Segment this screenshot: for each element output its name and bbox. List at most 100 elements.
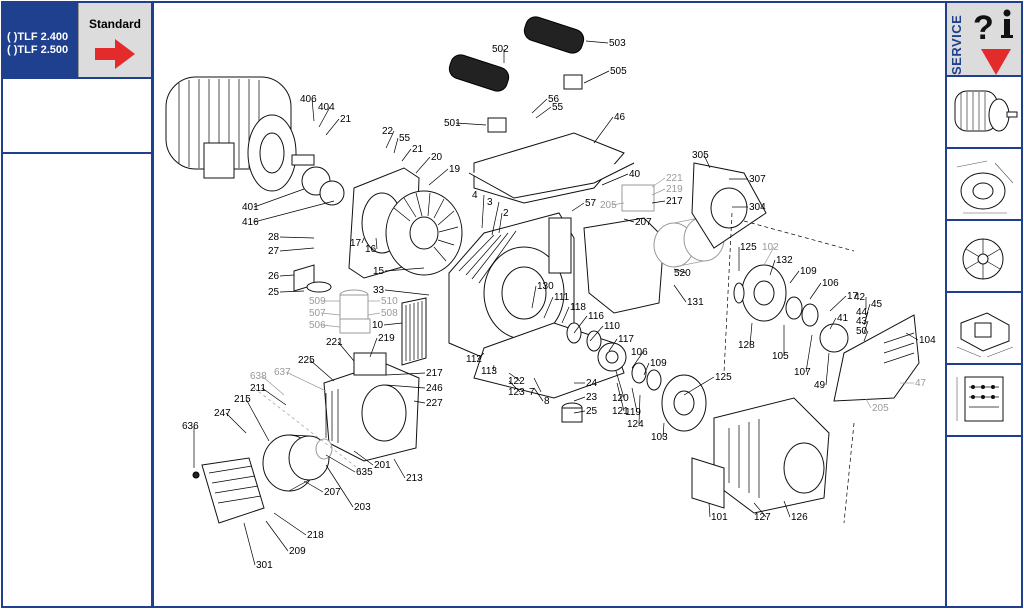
part-number-22[interactable]: 22 <box>382 126 394 137</box>
part-number-42[interactable]: 42 <box>854 292 866 303</box>
terminal-cover-part[interactable] <box>192 457 265 524</box>
foot-part[interactable] <box>561 402 583 423</box>
part-number-49[interactable]: 49 <box>814 380 826 391</box>
part-number-103[interactable]: 103 <box>651 432 668 443</box>
part-number-211[interactable]: 211 <box>250 383 266 394</box>
part-number-116[interactable]: 116 <box>588 311 604 322</box>
part-number-219[interactable]: 219 <box>666 184 683 195</box>
part-number-112[interactable]: 112 <box>466 354 482 365</box>
part-number-404[interactable]: 404 <box>318 102 335 113</box>
part-number-50[interactable]: 50 <box>856 326 868 337</box>
part-number-401[interactable]: 401 <box>242 202 259 213</box>
filter-mesh-part[interactable] <box>401 297 427 366</box>
part-number-15[interactable]: 15 <box>373 266 385 277</box>
part-number-56[interactable]: 56 <box>548 94 560 105</box>
part-number-125[interactable]: 125 <box>740 242 757 253</box>
part-number-505[interactable]: 505 <box>610 66 627 77</box>
part-number-107[interactable]: 107 <box>794 367 811 378</box>
part-number-217[interactable]: 217 <box>426 368 443 379</box>
part-number-503[interactable]: 503 <box>609 38 626 49</box>
motor-dimensions-thumbnail[interactable] <box>947 149 1021 221</box>
part-number-25[interactable]: 25 <box>586 406 598 417</box>
cover-plate-part[interactable] <box>661 374 707 432</box>
part-number-304[interactable]: 304 <box>749 202 766 213</box>
part-number-205[interactable]: 205 <box>600 200 617 211</box>
part-number-57[interactable]: 57 <box>585 198 597 209</box>
part-number-4[interactable]: 4 <box>472 190 478 201</box>
part-number-28[interactable]: 28 <box>268 232 280 243</box>
part-number-219[interactable]: 219 <box>378 333 395 344</box>
part-number-209[interactable]: 209 <box>289 546 306 557</box>
base-plate-part[interactable] <box>473 322 625 399</box>
part-number-2[interactable]: 2 <box>503 208 509 219</box>
filter-cartridge-part[interactable] <box>339 289 371 334</box>
part-number-502[interactable]: 502 <box>492 44 509 55</box>
part-number-40[interactable]: 40 <box>629 169 641 180</box>
part-number-126[interactable]: 126 <box>791 512 808 523</box>
part-number-104[interactable]: 104 <box>919 335 936 346</box>
part-number-201[interactable]: 201 <box>374 460 391 471</box>
service-button[interactable]: SERVICE ? <box>947 3 1021 77</box>
part-number-41[interactable]: 41 <box>837 313 849 324</box>
part-number-46[interactable]: 46 <box>614 112 626 123</box>
part-number-506[interactable]: 506 <box>309 320 326 331</box>
part-number-637[interactable]: 637 <box>274 367 291 378</box>
gasket-part[interactable] <box>691 457 725 509</box>
part-number-305[interactable]: 305 <box>692 150 709 161</box>
seal-rings-part[interactable] <box>566 322 662 391</box>
part-number-221[interactable]: 221 <box>326 337 343 348</box>
end-cover-part[interactable] <box>691 162 767 249</box>
part-number-45[interactable]: 45 <box>871 299 883 310</box>
standard-button[interactable]: Standard <box>78 3 151 77</box>
gear-ring-part[interactable] <box>597 342 627 372</box>
part-number-307[interactable]: 307 <box>749 174 766 185</box>
part-number-123[interactable]: 123 <box>508 387 525 398</box>
fan-cowl-part[interactable] <box>833 314 920 402</box>
part-number-246[interactable]: 246 <box>426 383 443 394</box>
part-number-24[interactable]: 24 <box>586 378 598 389</box>
part-number-102[interactable]: 102 <box>762 242 779 253</box>
housing-dimensions-thumbnail[interactable] <box>947 293 1021 365</box>
part-number-43[interactable]: 43 <box>856 316 868 327</box>
part-number-127[interactable]: 127 <box>754 512 771 523</box>
part-number-205[interactable]: 205 <box>872 403 889 414</box>
pump-housing-part[interactable] <box>713 397 830 514</box>
part-number-44[interactable]: 44 <box>856 307 868 318</box>
part-number-217[interactable]: 217 <box>666 196 683 207</box>
part-number-213[interactable]: 213 <box>406 473 423 484</box>
part-number-17[interactable]: 17 <box>847 291 859 302</box>
part-number-118[interactable]: 118 <box>570 302 586 313</box>
impeller-dimensions-thumbnail[interactable] <box>947 221 1021 293</box>
part-number-7[interactable]: 7 <box>529 387 535 398</box>
part-number-508[interactable]: 508 <box>381 308 398 319</box>
part-number-47[interactable]: 47 <box>915 378 927 389</box>
fan-wheel-part[interactable] <box>315 438 333 460</box>
part-number-509[interactable]: 509 <box>309 296 326 307</box>
part-number-55[interactable]: 55 <box>552 102 564 113</box>
part-number-207[interactable]: 207 <box>635 217 652 228</box>
part-number-109[interactable]: 109 <box>650 358 667 369</box>
part-number-124[interactable]: 124 <box>627 419 644 430</box>
part-number-55[interactable]: 55 <box>399 133 411 144</box>
part-number-106[interactable]: 106 <box>822 278 839 289</box>
part-number-227[interactable]: 227 <box>426 398 443 409</box>
part-number-111[interactable]: 111 <box>554 292 570 303</box>
filter-box-part[interactable] <box>353 352 387 376</box>
part-number-8[interactable]: 8 <box>544 396 550 407</box>
bearing-flange-part[interactable] <box>733 264 787 322</box>
foot-part[interactable] <box>293 264 332 293</box>
part-number-301[interactable]: 301 <box>256 560 273 571</box>
part-number-636[interactable]: 636 <box>182 421 199 432</box>
part-number-110[interactable]: 110 <box>604 321 620 332</box>
part-number-207[interactable]: 207 <box>324 487 341 498</box>
part-number-16[interactable]: 16 <box>365 244 377 255</box>
part-number-27[interactable]: 27 <box>268 246 280 257</box>
part-number-25[interactable]: 25 <box>268 287 280 298</box>
part-number-23[interactable]: 23 <box>586 392 598 403</box>
motor-thumbnail[interactable] <box>947 77 1021 149</box>
part-number-218[interactable]: 218 <box>307 530 324 541</box>
part-number-17[interactable]: 17 <box>350 238 362 249</box>
lower-housing-part[interactable] <box>323 362 420 462</box>
side-housing-part[interactable] <box>548 217 665 314</box>
part-number-507[interactable]: 507 <box>309 308 326 319</box>
